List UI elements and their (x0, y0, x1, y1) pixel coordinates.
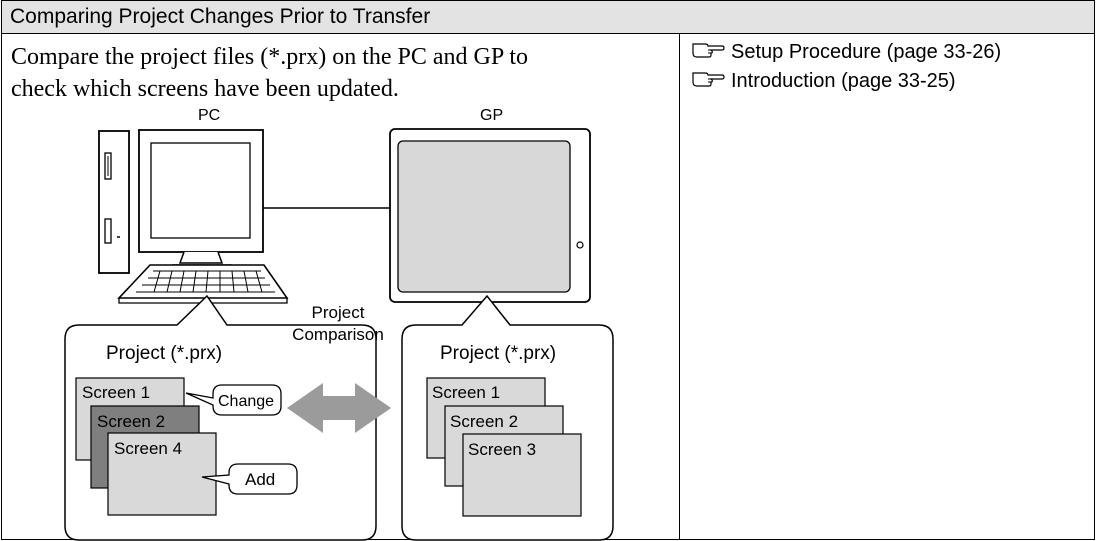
header-title: Comparing Project Changes Prior to Trans… (10, 5, 431, 28)
reference-links: Setup Procedure (page 33-26) Introductio… (691, 39, 1091, 97)
keyboard-icon (117, 264, 289, 304)
pc-label: PC (198, 107, 220, 124)
pc-screen-4 (107, 432, 217, 516)
pointing-hand-icon (691, 41, 725, 59)
change-callout-label: Change (218, 393, 274, 410)
gp-label: GP (480, 107, 503, 124)
pc-screen-1-label: Screen 1 (82, 383, 150, 402)
description-line-1: Compare the project files (*.prx) on the… (11, 44, 529, 70)
pc-project-title: Project (*.prx) (106, 343, 222, 364)
description: Compare the project files (*.prx) on the… (11, 41, 671, 105)
pc-screen-4-label: Screen 4 (114, 439, 182, 458)
double-arrow-icon (287, 383, 391, 433)
pc-screen-stack: Screen 1 Screen 2 Screen 4 (75, 377, 217, 516)
pc-monitor-icon (138, 129, 264, 266)
gp-screen-1-label: Screen 1 (432, 383, 500, 402)
reference-label: Introduction (page 33-25) (731, 70, 956, 92)
add-callout: Add (201, 463, 298, 495)
pc-screen-2-label: Screen 2 (97, 412, 165, 431)
description-line-2: check which screens have been updated. (11, 76, 399, 102)
gp-screen-3 (462, 433, 582, 517)
gp-panel-icon (389, 128, 591, 303)
gp-screen-stack: Screen 1 Screen 2 Screen 3 (426, 377, 582, 517)
gp-screen-2-label: Screen 2 (450, 412, 518, 431)
comparison-label-line-1: Project (312, 303, 365, 322)
add-callout-label: Add (245, 470, 275, 489)
pointing-hand-icon (691, 70, 725, 88)
pc-tower-icon (98, 130, 130, 274)
table-header: Comparing Project Changes Prior to Trans… (2, 1, 1094, 34)
comparison-label-line-2: Comparison (292, 325, 384, 344)
gp-screen-3-label: Screen 3 (468, 440, 536, 459)
reference-label: Setup Procedure (page 33-26) (731, 41, 1002, 63)
gp-project-title: Project (*.prx) (440, 343, 556, 364)
comparison-diagram: PC GP (64, 107, 614, 541)
change-callout: Change (185, 384, 282, 416)
reference-link-introduction[interactable]: Introduction (page 33-25) (691, 68, 1091, 97)
column-divider (679, 34, 680, 539)
reference-link-setup-procedure[interactable]: Setup Procedure (page 33-26) (691, 39, 1091, 68)
